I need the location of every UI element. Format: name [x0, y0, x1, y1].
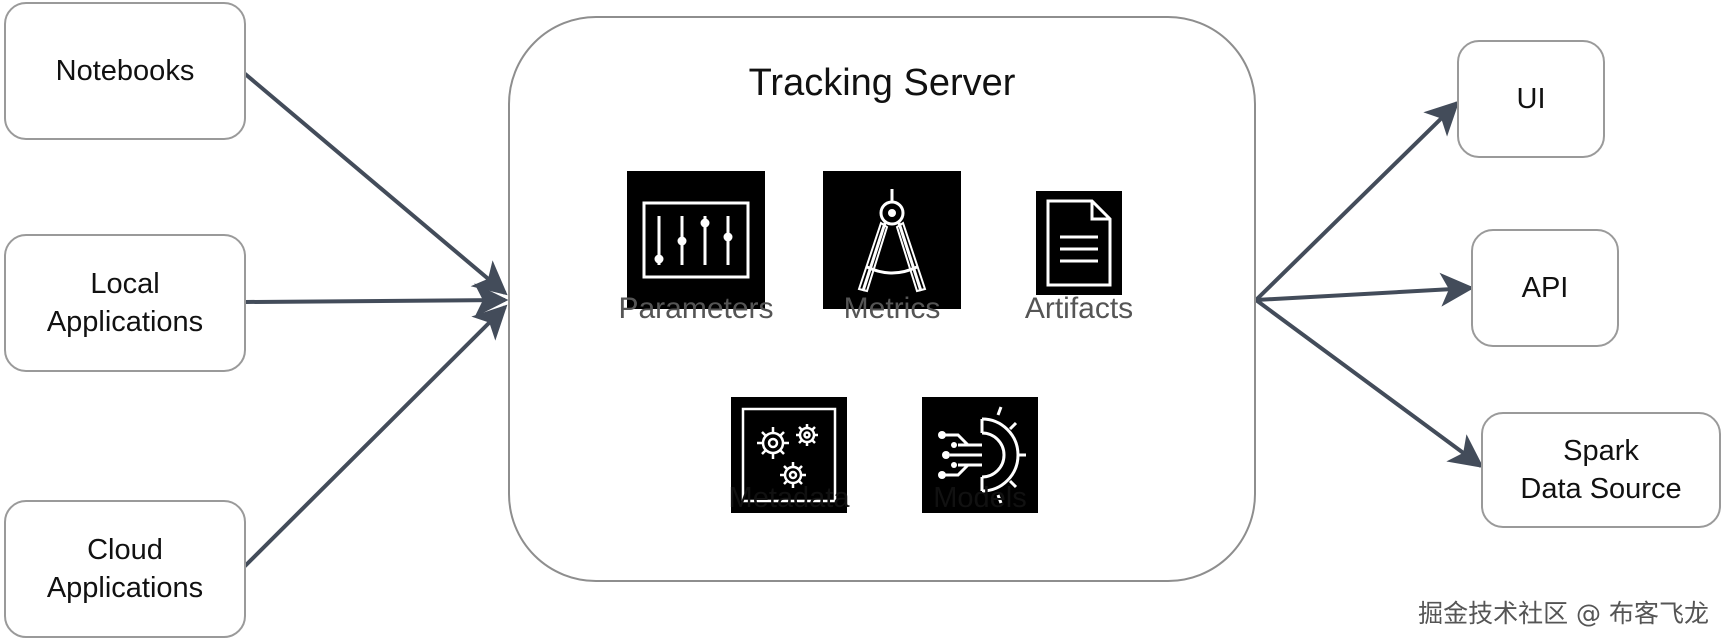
arrow-server-to-spark: [1254, 298, 1484, 469]
cloud-applications-label-line2: Applications: [46, 572, 204, 604]
local-applications-label-line2: Applications: [46, 306, 204, 338]
local-applications-label-line1: Local: [90, 268, 160, 300]
models-label: Models: [933, 482, 1027, 514]
tracking-server-title: Tracking Server: [748, 62, 1016, 104]
local-applications-box: Local Applications: [4, 234, 246, 372]
spark-data-source-box: Spark Data Source: [1481, 412, 1721, 528]
metadata-label: Metadata: [728, 482, 850, 514]
document-icon: [1036, 191, 1122, 295]
compass-icon: [823, 171, 961, 309]
parameters-label: Parameters: [618, 292, 774, 325]
spark-label-line1: Spark: [1563, 435, 1639, 467]
arrow-local-to-server: [245, 283, 509, 318]
arrow-server-to-ui: [1254, 100, 1460, 302]
gears-icon: [731, 397, 847, 513]
ui-box: UI: [1457, 40, 1605, 158]
ui-label: UI: [1516, 83, 1546, 115]
arrow-server-to-api: [1255, 272, 1475, 307]
notebooks-box: Notebooks: [4, 2, 246, 140]
watermark-text: 掘金技术社区 @ 布客飞龙: [1418, 599, 1709, 628]
circuit-gear-icon: [922, 397, 1038, 513]
cloud-applications-label-line1: Cloud: [87, 534, 163, 566]
notebooks-label: Notebooks: [55, 55, 195, 87]
arrow-notebooks-to-server: [242, 71, 508, 296]
spark-label-line2: Data Source: [1520, 473, 1682, 505]
api-box: API: [1471, 229, 1619, 347]
cloud-applications-box: Cloud Applications: [4, 500, 246, 638]
sliders-icon: [627, 171, 765, 309]
metrics-label: Metrics: [843, 292, 941, 325]
arrow-cloud-to-server: [242, 304, 508, 569]
artifacts-label: Artifacts: [1024, 292, 1134, 325]
tracking-server-box: Tracking Server Parameters Metrics: [508, 16, 1256, 582]
api-label: API: [1521, 272, 1569, 304]
